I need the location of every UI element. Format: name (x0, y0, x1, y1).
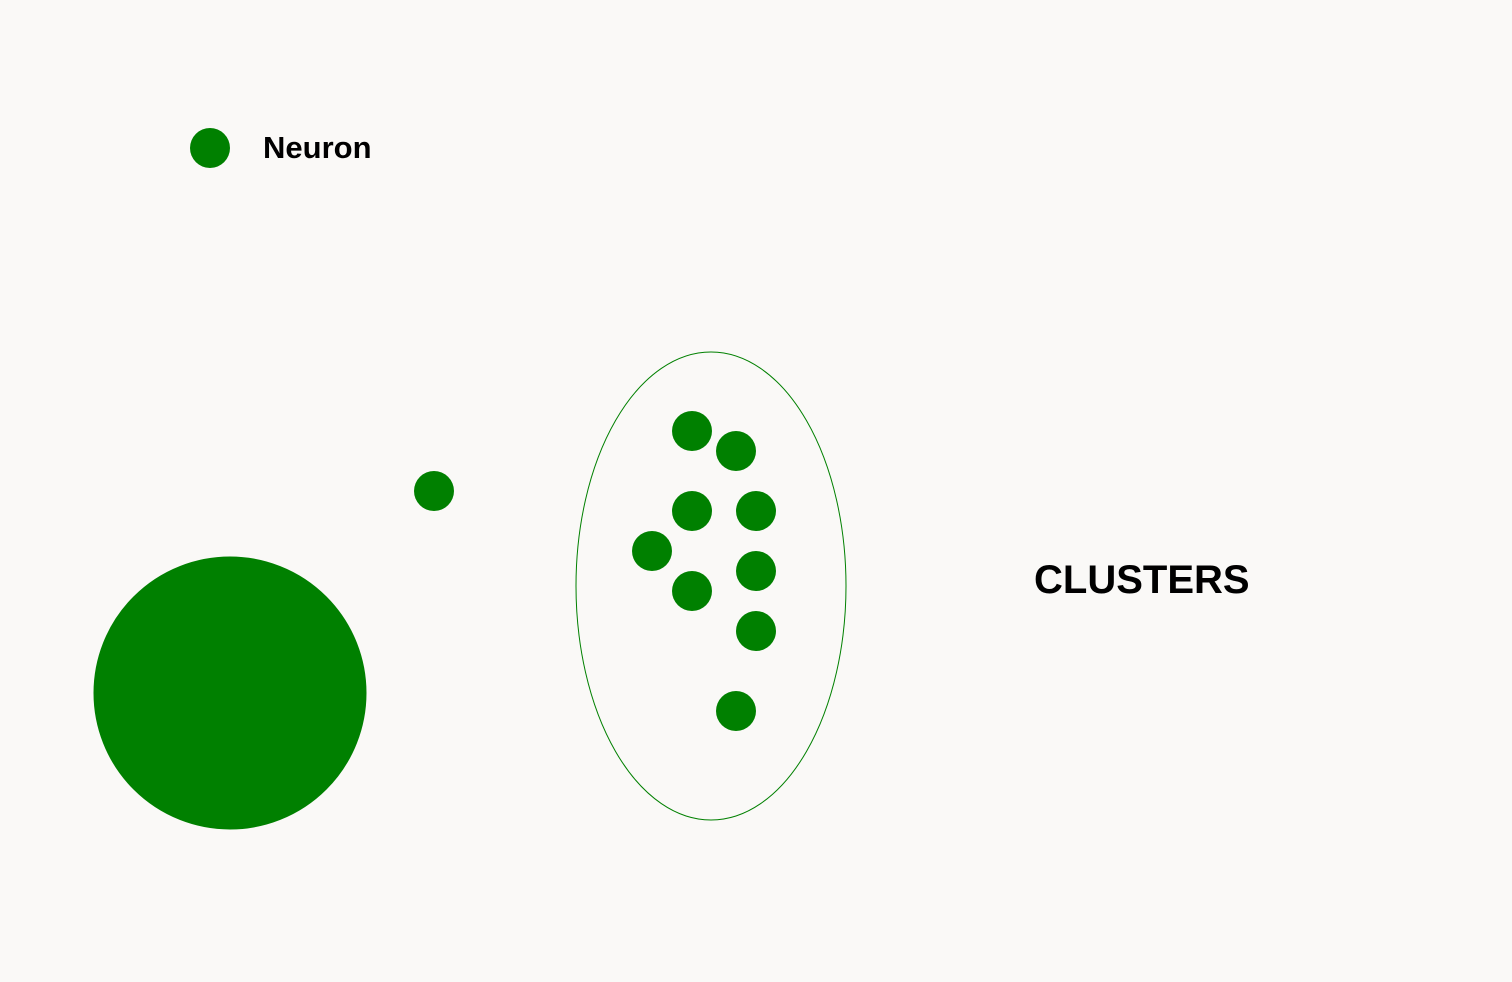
neuron (263, 651, 303, 691)
cluster-right-outline (575, 351, 847, 821)
neuron (736, 551, 776, 591)
neuron (632, 531, 672, 571)
neuron (263, 591, 303, 631)
cluster-left (93, 556, 367, 830)
neuron (210, 671, 250, 711)
neuron (716, 431, 756, 471)
neuron (672, 571, 712, 611)
neuron (736, 611, 776, 651)
neuron (672, 491, 712, 531)
neuron (210, 611, 250, 651)
neuron (243, 731, 283, 771)
neuron (170, 711, 210, 751)
cluster-right (575, 351, 847, 821)
diagram-title: CLUSTERS (1034, 558, 1250, 602)
neuron (716, 691, 756, 731)
neuron (672, 411, 712, 451)
neuron (150, 651, 190, 691)
legend-neuron-marker (190, 128, 230, 168)
legend-label: Neuron (263, 130, 372, 165)
neuron (736, 491, 776, 531)
neuron-isolated (414, 471, 454, 511)
